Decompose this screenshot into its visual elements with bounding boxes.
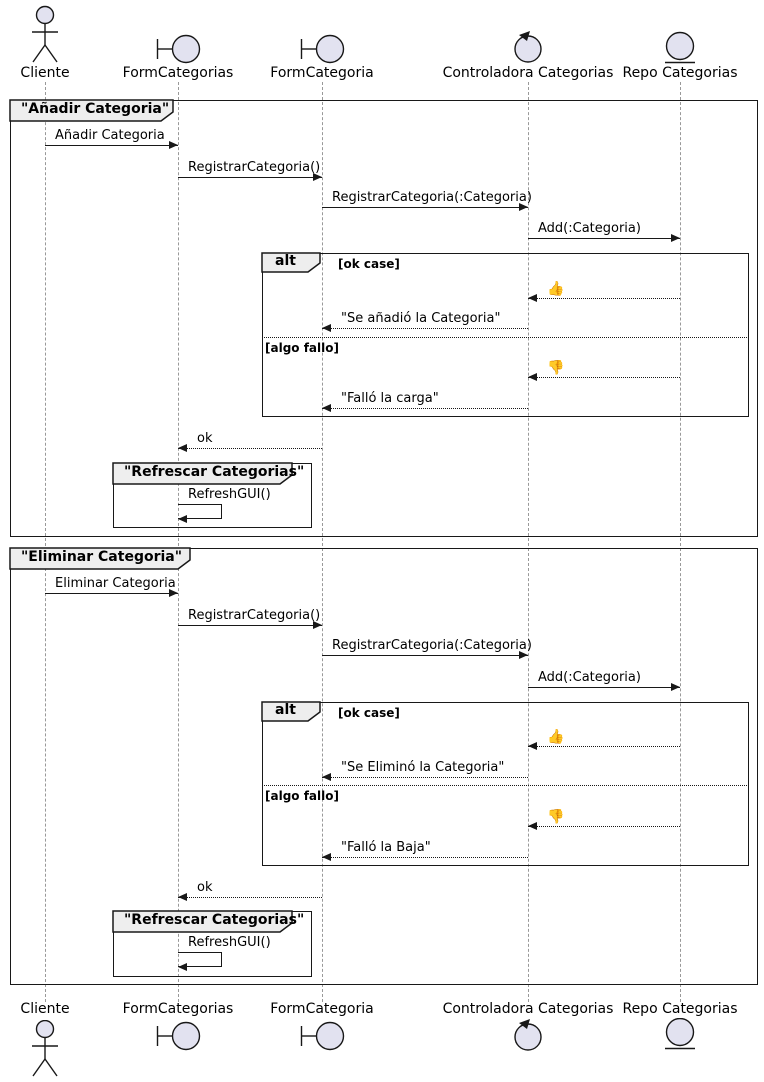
- lifeline-cliente: [45, 82, 46, 1002]
- arrowhead-icon: [528, 373, 537, 381]
- entity-icon: [665, 31, 695, 64]
- participant-label-cliente: Cliente: [20, 1001, 70, 1017]
- message-add-categoria: Add(:Categoria): [528, 670, 680, 691]
- boundary-icon: [300, 34, 345, 64]
- frame-refrescar-categorias: "Refrescar Categorias": [112, 910, 312, 977]
- participant-label-repo: Repo Categorias: [622, 65, 738, 81]
- frame-title-tab: "Refrescar Categorias": [112, 910, 304, 933]
- arrowhead-icon: [313, 173, 322, 181]
- arrowhead-icon: [322, 404, 331, 412]
- participant-label-repo: Repo Categorias: [622, 1001, 738, 1017]
- arrowhead-icon: [178, 444, 187, 452]
- participant-label-controladora: Controladora Categorias: [442, 65, 614, 81]
- control-icon: [514, 1019, 542, 1051]
- alt-keyword-tab: alt: [261, 252, 322, 273]
- arrowhead-icon: [519, 203, 528, 211]
- alt-divider: [262, 785, 749, 786]
- return-thumbs-down: 👎: [528, 360, 680, 381]
- message-registrarcategoria-categoria: RegistrarCategoria(:Categoria): [322, 190, 532, 211]
- boundary-icon: [156, 1021, 201, 1051]
- arrowhead-icon: [169, 589, 178, 597]
- arrowhead-icon: [671, 234, 680, 242]
- frame-title-tab: "Eliminar Categoria": [9, 547, 192, 570]
- arrowhead-icon: [178, 893, 187, 901]
- participant-label-formcategoria: FormCategoria: [270, 1001, 374, 1017]
- self-message-refreshgui: [178, 504, 222, 523]
- return-se-elimino: "Se Eliminó la Categoria": [322, 760, 528, 781]
- return-thumbs-up: 👍: [528, 729, 680, 750]
- return-ok: ok: [178, 880, 322, 901]
- arrowhead-icon: [322, 773, 331, 781]
- participant-label-controladora: Controladora Categorias: [442, 1001, 614, 1017]
- self-message-refreshgui: [178, 952, 222, 971]
- boundary-icon: [300, 1021, 345, 1051]
- message-registrarcategoria-categoria: RegistrarCategoria(:Categoria): [322, 638, 532, 659]
- lifeline-formcategoria: [322, 82, 323, 1002]
- thumbs-up-icon: 👍: [547, 729, 565, 745]
- actor-icon: [32, 1020, 58, 1077]
- arrowhead-icon: [671, 683, 680, 691]
- thumbs-up-icon: 👍: [547, 281, 565, 297]
- frame-title: "Refrescar Categorias": [124, 912, 305, 928]
- return-se-anadio: "Se añadió la Categoria": [322, 311, 528, 332]
- lifeline-formcategorias: [178, 82, 179, 1002]
- alt-keyword-tab: alt: [261, 701, 322, 722]
- return-ok: ok: [178, 431, 322, 452]
- return-fallo-baja: "Falló la Baja": [322, 840, 528, 861]
- participant-label-formcategoria: FormCategoria: [270, 65, 374, 81]
- alt-keyword: alt: [275, 253, 296, 269]
- arrowhead-icon: [313, 621, 322, 629]
- participant-label-cliente: Cliente: [20, 65, 70, 81]
- arrowhead-icon: [528, 294, 537, 302]
- frame-title: "Refrescar Categorias": [124, 464, 305, 480]
- self-message-label: RefreshGUI(): [188, 935, 271, 950]
- thumbs-down-icon: 👎: [547, 360, 565, 376]
- arrowhead-icon: [528, 822, 537, 830]
- frame-title-tab: "Añadir Categoria": [9, 99, 175, 122]
- participant-label-formcategorias: FormCategorias: [122, 1001, 234, 1017]
- lifeline-repo-categorias: [680, 82, 681, 1002]
- arrowhead-icon: [322, 324, 331, 332]
- frame-title-tab: "Refrescar Categorias": [112, 462, 304, 485]
- arrowhead-icon: [519, 651, 528, 659]
- message-registrarcategoria: RegistrarCategoria(): [178, 160, 322, 181]
- guard-algo-fallo: [algo fallo]: [265, 789, 339, 803]
- message-registrarcategoria: RegistrarCategoria(): [178, 608, 322, 629]
- alt-fragment: alt: [261, 701, 749, 866]
- arrowhead-icon: [322, 853, 331, 861]
- arrowhead-icon: [178, 963, 187, 971]
- arrowhead-icon: [528, 742, 537, 750]
- guard-ok-case: [ok case]: [338, 706, 400, 720]
- guard-ok-case: [ok case]: [338, 257, 400, 271]
- frame-eliminar-categoria: "Eliminar Categoria": [9, 547, 758, 985]
- message-eliminar-categoria: Eliminar Categoria: [45, 576, 178, 597]
- control-icon: [514, 31, 542, 63]
- return-thumbs-down: 👎: [528, 809, 680, 830]
- actor-icon: [32, 5, 58, 63]
- entity-icon: [665, 1018, 695, 1050]
- frame-title: "Añadir Categoria": [21, 101, 170, 117]
- message-add-categoria: Add(:Categoria): [528, 221, 680, 242]
- frame-refrescar-categorias: "Refrescar Categorias": [112, 462, 312, 528]
- thumbs-down-icon: 👎: [547, 809, 565, 825]
- alt-keyword: alt: [275, 702, 296, 718]
- message-anadir-categoria: Añadir Categoria: [45, 128, 178, 149]
- participant-label-formcategorias: FormCategorias: [122, 65, 234, 81]
- frame-title: "Eliminar Categoria": [21, 549, 183, 565]
- arrowhead-icon: [169, 141, 178, 149]
- return-fallo-carga: "Falló la carga": [322, 391, 528, 412]
- self-message-label: RefreshGUI(): [188, 487, 271, 502]
- alt-fragment: alt: [261, 252, 749, 417]
- arrowhead-icon: [178, 515, 187, 523]
- frame-anadir-categoria: "Añadir Categoria": [9, 99, 758, 537]
- return-thumbs-up: 👍: [528, 281, 680, 302]
- lifeline-controladora-categorias: [528, 82, 529, 1002]
- alt-divider: [262, 337, 749, 338]
- boundary-icon: [156, 34, 201, 64]
- guard-algo-fallo: [algo fallo]: [265, 341, 339, 355]
